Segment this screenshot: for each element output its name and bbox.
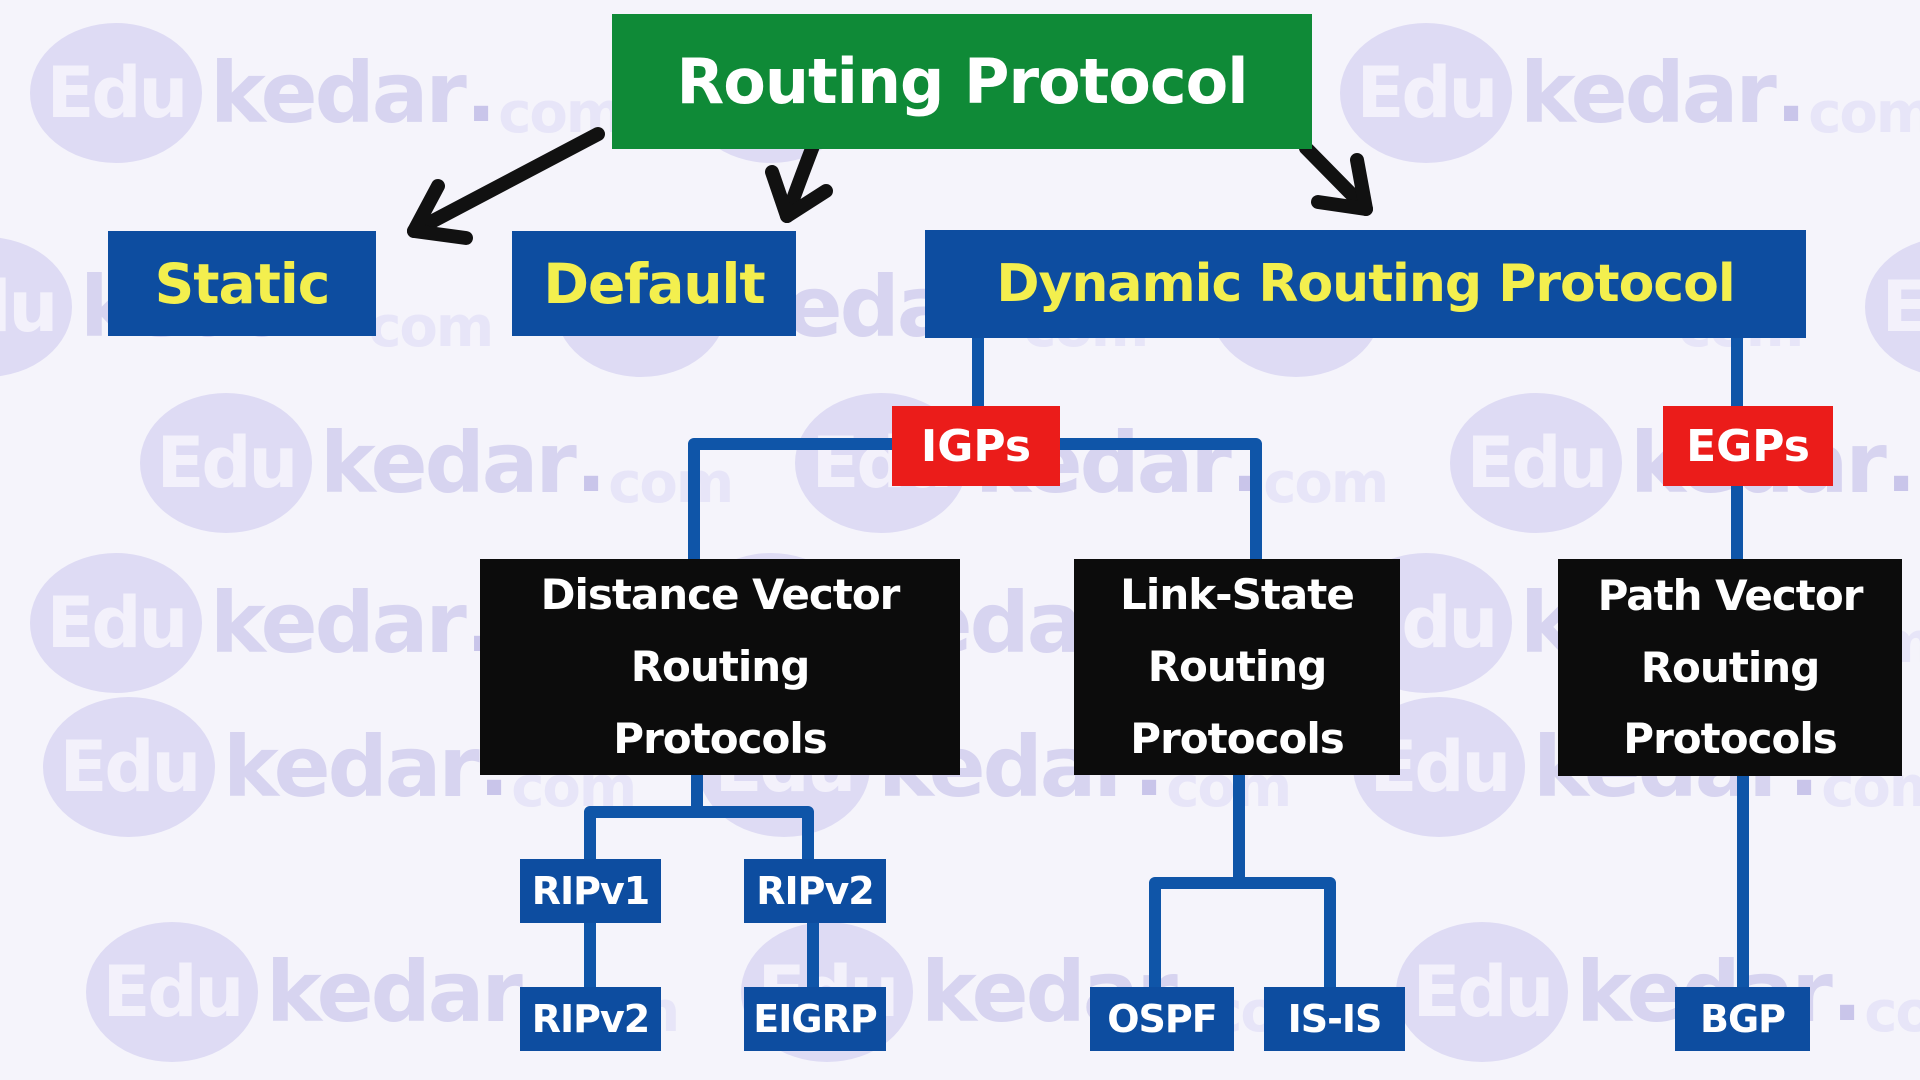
- watermark-logo-text: Edu: [156, 422, 299, 504]
- node-routing-protocol: Routing Protocol: [612, 14, 1312, 149]
- node-label-line: Routing: [630, 642, 811, 692]
- node-dynamic-routing-protocol: Dynamic Routing Protocol: [925, 230, 1806, 338]
- node-label-line: Protocols: [1623, 714, 1837, 764]
- watermark-dot: .: [575, 416, 607, 510]
- watermark-logo-text: Edu: [1466, 422, 1609, 504]
- watermark-logo-circle: Edu: [43, 697, 215, 837]
- watermark-unit: Edu kedar.com: [140, 392, 734, 534]
- arrow-head-default: [765, 165, 833, 223]
- watermark-brand-text: kedar: [210, 44, 467, 142]
- node-igps: IGPs: [892, 406, 1060, 486]
- watermark-dot: .: [465, 46, 497, 140]
- connector-ls-split: [1149, 877, 1336, 987]
- node-ripv2-upper-label: RIPv2: [756, 869, 874, 913]
- node-routing-protocol-label: Routing Protocol: [676, 45, 1249, 118]
- watermark-dot: .: [1885, 416, 1917, 510]
- watermark-tld-text: com: [1808, 80, 1920, 146]
- watermark-brand-text: kedar: [320, 414, 577, 512]
- watermark-tld-text: com: [1918, 451, 1920, 516]
- node-static-label: Static: [154, 251, 331, 316]
- watermark-dot: .: [1775, 46, 1807, 140]
- watermark-logo-text: Edu: [46, 582, 189, 664]
- node-bgp-label: BGP: [1699, 997, 1786, 1041]
- node-ospf-label: OSPF: [1107, 997, 1217, 1041]
- watermark-logo-circle: Edu: [1450, 393, 1622, 533]
- watermark-logo-circle: Edu: [30, 23, 202, 163]
- watermark-tld-text: com: [1864, 979, 1920, 1045]
- node-eigrp-label: EIGRP: [753, 997, 877, 1041]
- watermark-tld-text: com: [368, 294, 494, 360]
- watermark-logo-text: Edu: [1881, 266, 1920, 348]
- node-label-line: Protocols: [613, 713, 827, 763]
- node-eigrp: EIGRP: [744, 987, 886, 1051]
- node-bgp: BGP: [1675, 987, 1810, 1051]
- node-igps-label: IGPs: [920, 420, 1032, 472]
- watermark-brand-text: kedar: [1520, 44, 1777, 142]
- watermark-logo-circle: Edu: [140, 393, 312, 533]
- node-label-line: Link-State: [1120, 570, 1355, 620]
- node-isis: IS-IS: [1264, 987, 1405, 1051]
- node-dynamic-label: Dynamic Routing Protocol: [996, 254, 1735, 314]
- watermark-brand-text: kedar: [266, 943, 523, 1041]
- watermark-brand-text: kedar: [210, 574, 467, 672]
- watermark-tld-text: com: [608, 450, 734, 516]
- watermark-logo-text: Edu: [0, 266, 58, 348]
- node-ripv1-label: RIPv1: [531, 869, 650, 913]
- node-ospf: OSPF: [1090, 987, 1234, 1051]
- node-ripv2-lower-label: RIPv2: [531, 997, 650, 1041]
- node-ripv2-upper: RIPv2: [744, 859, 886, 923]
- node-ripv2-lower: RIPv2: [520, 987, 661, 1051]
- node-label-line: Protocols: [1130, 713, 1344, 763]
- node-label-line: Routing: [1147, 642, 1328, 692]
- watermark-logo-circle: Edu: [30, 553, 202, 693]
- watermark-logo-text: Edu: [1412, 951, 1555, 1033]
- watermark-logo-circle: Edu: [1340, 23, 1512, 163]
- node-label-line: Routing: [1640, 642, 1821, 692]
- node-label-line: Distance Vector: [540, 570, 901, 620]
- watermark-logo-text: Edu: [102, 951, 245, 1033]
- node-egps: EGPs: [1663, 406, 1833, 486]
- node-label-line: Path Vector: [1597, 570, 1864, 620]
- arrow-head-static: [407, 179, 473, 245]
- node-ripv1: RIPv1: [520, 859, 661, 923]
- node-isis-label: IS-IS: [1287, 997, 1383, 1041]
- node-egps-label: EGPs: [1686, 420, 1810, 472]
- watermark-dot: .: [1831, 945, 1863, 1039]
- watermark-logo-text: Edu: [46, 52, 189, 134]
- watermark-logo-text: Edu: [59, 726, 202, 808]
- watermark-logo-text: Edu: [1356, 52, 1499, 134]
- arrow-head-dynamic: [1311, 153, 1373, 216]
- watermark-unit: Edu kedar.com: [1340, 22, 1920, 164]
- arrow-root-to-dynamic: [1299, 141, 1373, 216]
- watermark-tld-text: com: [1263, 450, 1389, 516]
- arrow-root-to-static: [407, 127, 605, 238]
- node-default: Default: [512, 231, 796, 336]
- connector-dv-split: [584, 806, 814, 859]
- watermark-logo-circle: Edu: [86, 922, 258, 1062]
- watermark-brand-text: kedar: [223, 718, 480, 816]
- watermark-logo-circle: Edu: [1396, 922, 1568, 1062]
- node-static: Static: [108, 231, 376, 336]
- node-default-label: Default: [543, 251, 765, 316]
